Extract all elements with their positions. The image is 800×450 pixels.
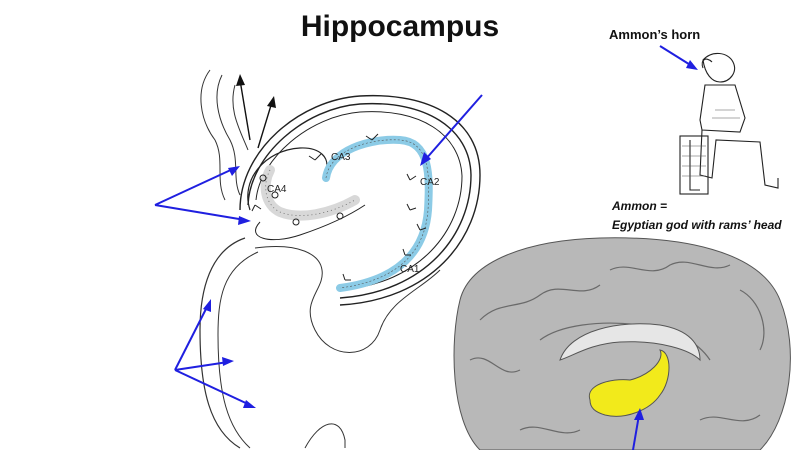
fiber-2-arrowhead [267,96,276,108]
ca2-label: CA2 [420,177,440,188]
fiber-1 [239,79,251,141]
brain-arrow [632,414,640,450]
ca3-label: CA3 [331,152,351,163]
outer-curve-3 [255,111,463,291]
ca-band-outline [325,139,430,289]
outer-curve-2 [247,102,472,299]
cortex-fold-1 [200,69,226,201]
brain-hippocampus [588,349,670,417]
statue-hatching [682,109,740,177]
blue-arrowheads [203,152,431,408]
ammon-caption-line2: Egyptian god with rams’ head [612,218,782,232]
ammons-horn-label: Ammon’s horn [609,27,701,42]
blue-arrows [154,94,483,406]
page-title: Hippocampus [300,10,500,43]
brain-outline [453,237,791,450]
lower-lobe-inner [217,251,259,449]
ammon-arrowhead [686,60,698,70]
corpus-callosum [559,323,701,362]
fiber-2 [257,101,273,149]
outer-curve-1 [239,94,481,306]
neuron-markers [251,133,427,281]
ammon-caption-line1: Ammon = [612,199,668,213]
fiber-1-arrowhead [236,74,245,86]
cortex-fold-2 [216,74,241,196]
ca4-band-dots [265,169,356,216]
bottom-notch [304,423,346,449]
inner-fold-2 [255,204,366,241]
inner-fold [247,147,328,211]
lower-lobe-outline [199,237,246,449]
basal-curve [254,246,441,353]
cortex-fold-3 [232,84,249,151]
ammon-arrow [659,45,693,67]
brain-arrowhead [634,408,644,420]
ca1-label: CA1 [400,264,420,275]
statue-figure [679,52,779,195]
ca4-label: CA4 [267,184,287,195]
